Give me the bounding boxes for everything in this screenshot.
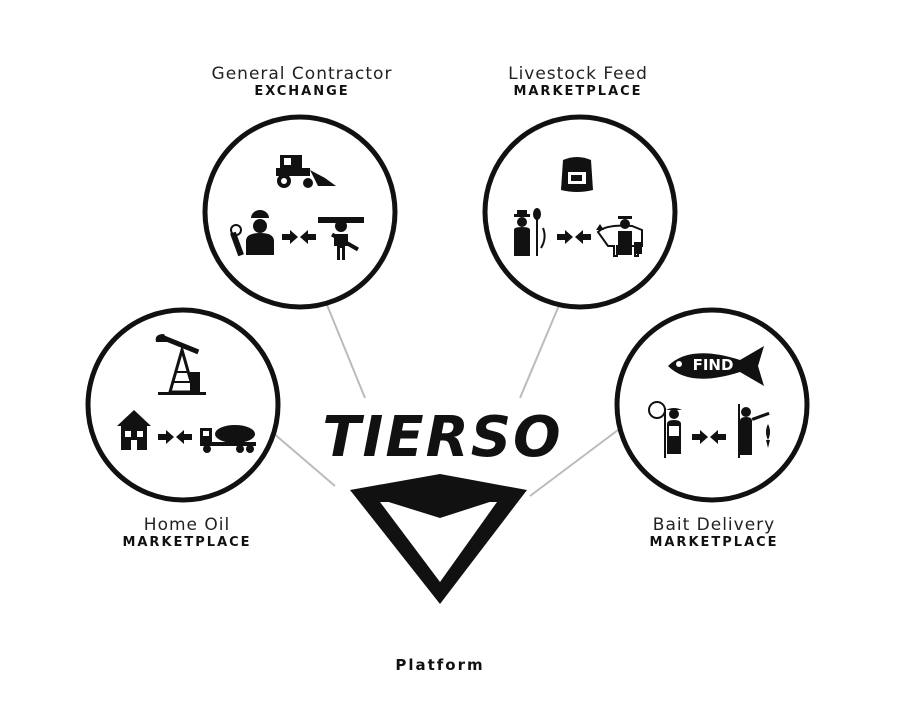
bait-label: Bait Delivery MARKETPLACE xyxy=(594,515,834,551)
oil-title: Home Oil xyxy=(143,515,231,535)
contractor-subtitle: EXCHANGE xyxy=(254,84,350,99)
fish-label: FIND xyxy=(692,356,734,374)
backhoe-icon xyxy=(276,155,336,188)
bait-subtitle: MARKETPLACE xyxy=(649,535,779,550)
contractor-circle xyxy=(202,114,398,310)
oil-pump-icon xyxy=(155,334,206,395)
arrows-contractor xyxy=(282,230,316,244)
tierso-logo-mark xyxy=(350,474,527,604)
fish-icon xyxy=(668,346,764,386)
oil-label: Home Oil MARKETPLACE xyxy=(67,515,307,551)
connector-line-feed xyxy=(519,302,561,399)
house-icon xyxy=(117,410,151,450)
fisherman-catch-icon xyxy=(738,404,770,458)
worker-icon xyxy=(318,217,364,260)
arrows-bait xyxy=(692,430,726,444)
arrows-feed xyxy=(557,230,591,244)
oil-circle xyxy=(85,307,281,503)
fisherman-net-icon xyxy=(648,401,682,458)
oil-subtitle: MARKETPLACE xyxy=(122,535,252,550)
bait-title: Bait Delivery xyxy=(652,515,776,535)
tanker-truck-icon xyxy=(200,425,256,453)
contractor-title: General Contractor xyxy=(211,64,393,84)
connector-line-contractor xyxy=(324,299,366,399)
bait-circle xyxy=(614,307,810,503)
connector-line-bait xyxy=(529,429,619,497)
feed-label: Livestock Feed MARKETPLACE xyxy=(458,64,698,100)
feed-bag-icon xyxy=(561,157,593,192)
cow-farmer-icon xyxy=(596,216,643,257)
platform-label: Platform xyxy=(395,656,485,674)
brand-name: TIERSO xyxy=(322,405,563,470)
engineer-icon xyxy=(230,210,274,257)
connector-line-oil xyxy=(271,431,336,487)
farmer-icon xyxy=(514,208,546,256)
feed-circle xyxy=(482,114,678,310)
feed-title: Livestock Feed xyxy=(508,64,648,84)
arrows-oil xyxy=(158,430,192,444)
contractor-label: General Contractor EXCHANGE xyxy=(182,64,422,100)
feed-subtitle: MARKETPLACE xyxy=(513,84,643,99)
